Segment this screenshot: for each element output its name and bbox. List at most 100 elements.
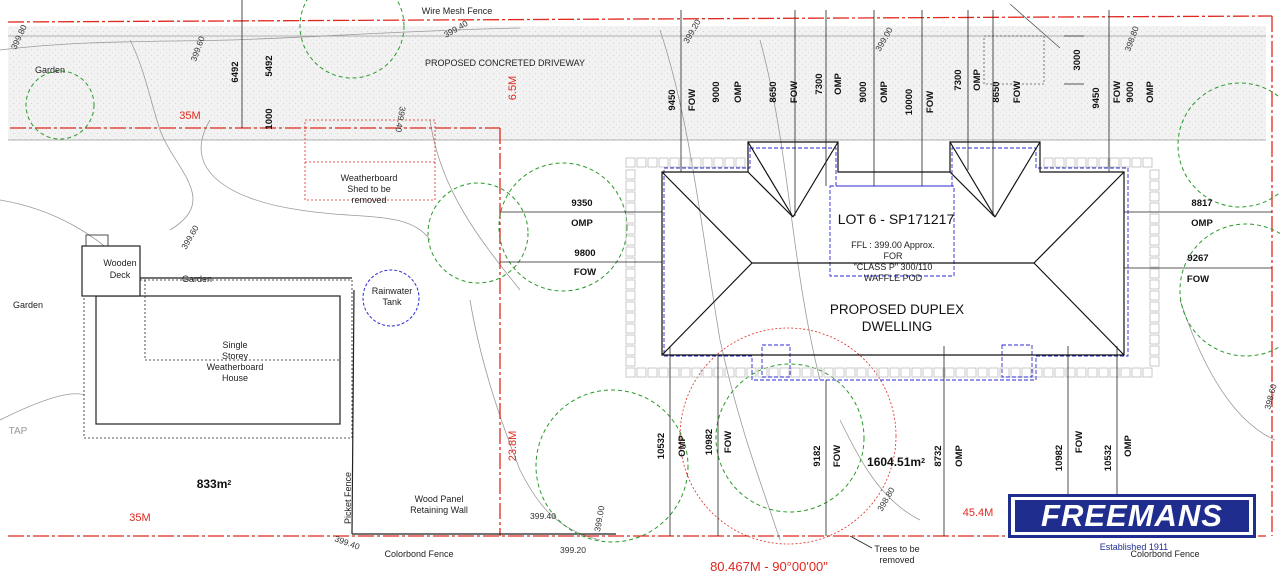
dim-6-5m: 6.5M [507, 76, 519, 100]
dim-omp-4: OMP [972, 69, 983, 91]
dim-6492: 6492 [230, 61, 241, 82]
dim-fow-left: FOW [574, 267, 596, 278]
dimension-lines [241, 0, 1272, 549]
dim-23-8m: 23.8M [507, 431, 519, 462]
dim-fow-2: FOW [789, 81, 800, 103]
level-399-40-b: 399.40 [393, 106, 407, 134]
dim-fow-4: FOW [1012, 81, 1023, 103]
dim-45-4m: 45.4M [963, 507, 994, 519]
existing-house [83, 279, 353, 439]
logo-wordmark: FREEMANS [1015, 500, 1249, 532]
area-right: 1604.51m2 [867, 455, 925, 469]
dim-10532-a: 10532 [656, 433, 667, 459]
dim-3000: 3000 [1072, 49, 1083, 70]
dim-omp-right: OMP [1191, 218, 1213, 229]
house-label-2: Storey [222, 351, 249, 361]
trees-removed-label-2: removed [879, 555, 914, 565]
dim-1000: 1000 [264, 108, 275, 129]
shed-label-1: Weatherboard [341, 173, 398, 183]
dimension-text: 6492 5492 1000 9450 FOW 9000 OMP 8650 FO… [230, 49, 1213, 471]
slab-outline [663, 147, 1129, 381]
dim-8650-a: 8650 [768, 81, 779, 102]
tap-label: TAP [9, 426, 28, 437]
level-398-60: 398.60 [1262, 383, 1278, 411]
level-399-20-b: 399.20 [560, 545, 586, 555]
dim-9350: 9350 [571, 198, 592, 209]
level-399-60-b: 399.60 [179, 223, 201, 251]
wood-wall-label-1: Wood Panel [415, 494, 464, 504]
dim-35m-top: 35M [179, 110, 200, 122]
dim-35m-bottom: 35M [129, 512, 150, 524]
frontage-label: 80.467M - 90°00'00" [710, 559, 828, 574]
red-site-dims: 35M 6.5M 23.8M 35M 45.4M [129, 76, 993, 524]
dim-9450-a: 9450 [667, 89, 678, 110]
shed-label-3: removed [351, 195, 386, 205]
dim-9800: 9800 [574, 248, 595, 259]
dim-7300-a: 7300 [814, 73, 825, 94]
logo-established: Established 1911 [1099, 542, 1169, 552]
dim-9000-a: 9000 [711, 81, 722, 102]
hatched-box [983, 3, 1061, 85]
dim-9000-c: 9000 [1125, 81, 1136, 102]
dim-omp-2: OMP [833, 73, 844, 95]
dim-omp-5: OMP [1145, 81, 1156, 103]
level-399-40-c: 399.40 [530, 511, 556, 521]
dim-omp-1: OMP [733, 81, 744, 103]
garden-label-2: Garden [182, 274, 212, 284]
dim-10000: 10000 [904, 89, 915, 115]
garden-label-3: Garden [13, 300, 43, 310]
rain-tank-label-2: Tank [382, 297, 402, 307]
shed-outline [304, 119, 436, 201]
lot-title: LOT 6 - SP171217 [838, 211, 955, 227]
trees-removed-label-1: Trees to be [874, 544, 919, 554]
dim-omp-bottom-3: OMP [1123, 435, 1134, 457]
house-label-1: Single [222, 340, 247, 350]
dim-omp-3: OMP [879, 81, 890, 103]
ffl-line-3: "CLASS P" 300/110 [854, 262, 933, 272]
site-labels: Wire Mesh Fence PROPOSED CONCRETED DRIVE… [9, 6, 1200, 574]
dim-5492: 5492 [264, 55, 275, 76]
garden-label-1: Garden [35, 65, 65, 75]
level-398-80-b: 398.80 [875, 485, 897, 513]
wooden-deck-label-1: Wooden [103, 258, 136, 268]
dim-9182: 9182 [812, 445, 823, 466]
dwelling-label-1: PROPOSED DUPLEX [830, 302, 964, 317]
ffl-line-1: FFL : 399.00 Approx. [851, 240, 935, 250]
colorbond-left-label: Colorbond Fence [384, 549, 453, 559]
dim-8650-b: 8650 [991, 81, 1002, 102]
tree-to-remove [679, 327, 897, 545]
ffl-line-4: WAFFLE POD [864, 273, 923, 283]
freemans-logo: FREEMANS [1008, 494, 1256, 538]
dim-10532-b: 10532 [1103, 445, 1114, 471]
dim-fow-right: FOW [1187, 274, 1209, 285]
trees [25, 0, 1280, 543]
level-399-00-b: 399.00 [592, 505, 606, 533]
dim-9450-b: 9450 [1091, 87, 1102, 108]
rain-tank-label-1: Rainwater [372, 286, 413, 296]
wooden-deck-label-2: Deck [110, 270, 131, 280]
house-label-4: House [222, 373, 248, 383]
wire-fence-label: Wire Mesh Fence [422, 6, 493, 16]
ffl-line-2: FOR [884, 251, 903, 261]
wood-wall-label-2: Retaining Wall [410, 505, 468, 515]
house-label-3: Weatherboard [207, 362, 264, 372]
dim-fow-bottom-2: FOW [832, 445, 843, 467]
dim-8732: 8732 [933, 445, 944, 466]
dim-10982-a: 10982 [704, 429, 715, 455]
waffle-pod-grid [625, 157, 1160, 378]
dim-omp-bottom-2: OMP [954, 445, 965, 467]
dwelling-label-2: DWELLING [862, 319, 933, 334]
shed-label-2: Shed to be [347, 184, 391, 194]
dim-fow-bottom-1: FOW [723, 431, 734, 453]
dim-7300-b: 7300 [953, 69, 964, 90]
fence-lines [90, 277, 616, 535]
dim-fow-5: FOW [1112, 81, 1123, 103]
dim-omp-left: OMP [571, 218, 593, 229]
driveway-label: PROPOSED CONCRETED DRIVEWAY [425, 58, 585, 68]
dim-9000-b: 9000 [858, 81, 869, 102]
wooden-deck [81, 234, 141, 297]
dim-10982-b: 10982 [1054, 445, 1065, 471]
rainwater-tank [362, 269, 420, 327]
lot-boundary [7, 15, 1273, 537]
